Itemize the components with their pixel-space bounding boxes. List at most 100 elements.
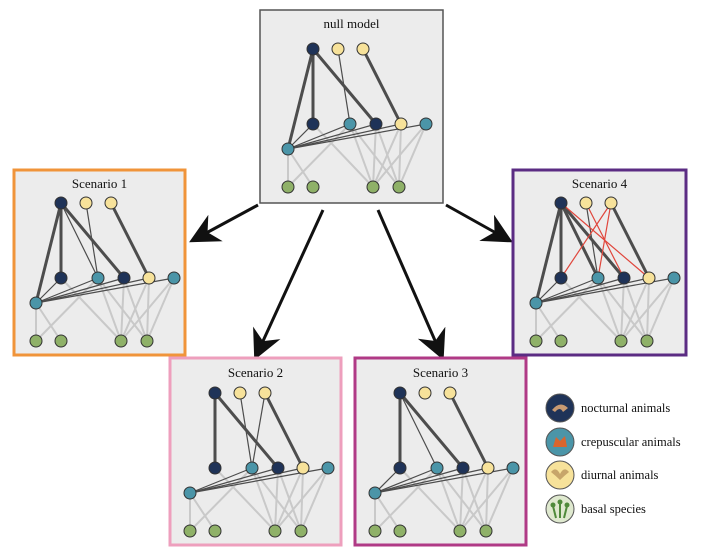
panel-title: Scenario 1	[72, 176, 127, 191]
basal-species-node	[640, 334, 654, 348]
nocturnal-species-node	[271, 461, 285, 475]
panel-scenario-2: Scenario 2	[168, 356, 343, 547]
weak-interaction-edge	[35, 302, 62, 342]
strong-interaction-edge	[559, 201, 600, 280]
basal-species-node	[392, 180, 406, 194]
crepuscular-species-node	[281, 142, 295, 156]
crepuscular-species-node	[506, 461, 520, 475]
crepuscular-species-node	[29, 296, 43, 310]
nocturnal-species-node	[208, 386, 222, 400]
basal-species-node	[208, 524, 222, 538]
new-interaction-edge	[597, 202, 612, 279]
basal-species-node	[268, 524, 282, 538]
panel-scenario-4: Scenario 4	[511, 168, 688, 357]
new-interaction-edge	[560, 202, 612, 279]
crepuscular-species-node	[419, 117, 433, 131]
crepuscular-species-node	[591, 271, 605, 285]
arrow-to-scenario-1	[189, 203, 259, 243]
weak-interaction-edge	[146, 277, 175, 342]
arrow-to-scenario-4	[445, 203, 513, 243]
diurnal-species-node	[579, 196, 593, 210]
strong-interaction-edge	[213, 391, 280, 470]
strong-interaction-edge	[34, 201, 63, 305]
strong-interaction-edge	[448, 391, 490, 470]
legend: nocturnal animals crepuscular animals di…	[545, 393, 681, 524]
diurnal-species-node	[394, 117, 408, 131]
interaction-edge	[35, 277, 125, 304]
nocturnal-species-node	[369, 117, 383, 131]
weak-interaction-edge	[120, 277, 125, 342]
legend-label: diurnal animals	[581, 468, 659, 482]
panel-frame	[168, 356, 343, 547]
strong-interaction-edge	[398, 391, 465, 470]
weak-interaction-edge	[485, 467, 514, 532]
interaction-edge	[399, 392, 438, 469]
nocturnal-species-node	[54, 271, 68, 285]
crepuscular-species-node	[529, 296, 543, 310]
weak-interaction-edge	[189, 492, 216, 532]
nocturnal-species-node	[306, 42, 320, 56]
weak-interaction-edge	[274, 467, 279, 532]
strong-interaction-edge	[609, 201, 651, 280]
nocturnal-species-node	[554, 196, 568, 210]
arrows	[189, 203, 513, 361]
strong-interaction-edge	[109, 201, 151, 280]
nocturnal-species-node	[617, 271, 631, 285]
weak-interaction-edge	[372, 123, 377, 188]
interaction-edge	[374, 467, 489, 494]
legend-item-diurnal: diurnal animals	[545, 460, 659, 490]
strong-interaction-edge	[311, 47, 378, 126]
panel-null-model: null model	[259, 9, 444, 204]
interaction-edge	[35, 277, 99, 304]
basal-species-node	[614, 334, 628, 348]
weak-interaction-edge	[620, 277, 625, 342]
interaction-edge	[189, 467, 304, 494]
weak-interaction-edge	[374, 492, 401, 532]
panel-frame	[353, 356, 528, 547]
diurnal-species-node	[443, 386, 457, 400]
interaction-edge	[535, 277, 599, 304]
strong-interaction-edge	[361, 47, 403, 126]
diurnal-species-node	[481, 461, 495, 475]
strong-interaction-edge	[559, 201, 626, 280]
interaction-edge	[60, 202, 99, 279]
interaction-edge	[189, 467, 253, 494]
weak-interaction-edge	[372, 123, 427, 188]
nocturnal-species-node	[393, 461, 407, 475]
arrow-to-scenario-2	[253, 209, 325, 361]
nocturnal-species-node	[554, 271, 568, 285]
crepuscular-species-node	[183, 486, 197, 500]
crepuscular-species-node	[91, 271, 105, 285]
diurnal-species-node	[233, 386, 247, 400]
basal-species-node	[29, 334, 43, 348]
diurnal-species-node	[142, 271, 156, 285]
diurnal-species-node	[258, 386, 272, 400]
basal-species-node	[368, 524, 382, 538]
interaction-edge	[374, 467, 438, 494]
panel-title: null model	[324, 16, 380, 31]
basal-species-node	[393, 524, 407, 538]
panel-frame	[259, 9, 444, 204]
diurnal-species-node	[418, 386, 432, 400]
panel-title: Scenario 4	[572, 176, 628, 191]
crepuscular-species-node	[167, 271, 181, 285]
strong-interaction-edge	[286, 47, 315, 151]
weak-interaction-edge	[459, 467, 464, 532]
basal-species-node	[183, 524, 197, 538]
basal-species-node	[140, 334, 154, 348]
interaction-edge	[189, 467, 279, 494]
legend-label: nocturnal animals	[581, 401, 670, 415]
diurnal-species-node	[331, 42, 345, 56]
crepuscular-species-node	[430, 461, 444, 475]
arrow-to-scenario-3	[376, 209, 446, 361]
nocturnal-species-node	[54, 196, 68, 210]
interaction-edge	[251, 392, 266, 469]
interaction-edge	[535, 277, 650, 304]
interaction-edge	[287, 123, 377, 150]
legend-label: basal species	[581, 502, 646, 516]
diurnal-species-node	[604, 196, 618, 210]
weak-interaction-edge	[274, 467, 304, 532]
crepuscular-species-node	[343, 117, 357, 131]
interaction-edge	[287, 123, 402, 150]
